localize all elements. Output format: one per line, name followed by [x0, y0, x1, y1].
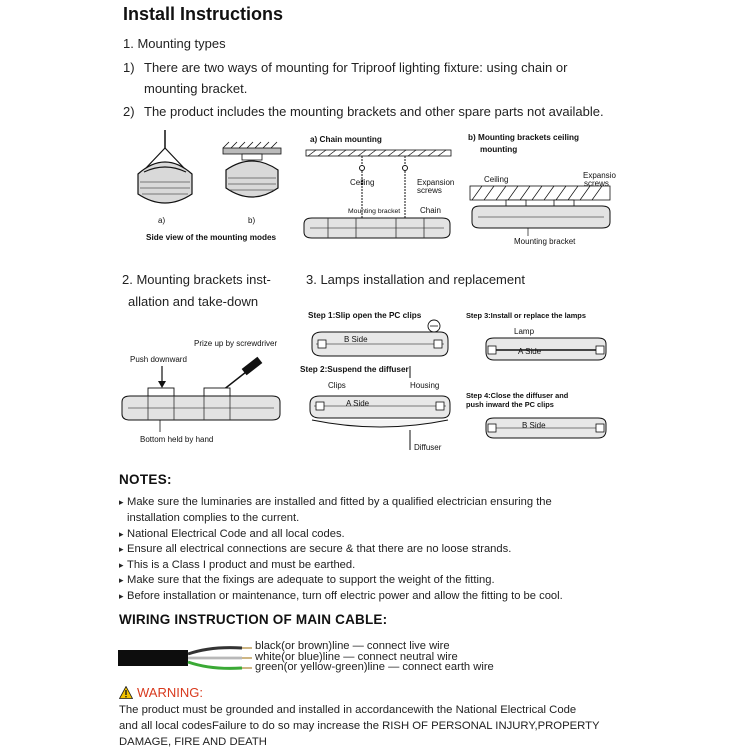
- note-item: ▸Ensure all electrical connections are s…: [119, 542, 619, 558]
- push-label: Push downward: [130, 355, 187, 364]
- bracket-screws-label: screws: [584, 179, 609, 188]
- section2-line2: allation and take-down: [128, 294, 259, 309]
- note-item-continued: installation complies to the current.: [127, 512, 300, 524]
- section1-item2-num: 2): [123, 104, 135, 119]
- wiring-heading: WIRING INSTRUCTION OF MAIN CABLE:: [119, 612, 388, 627]
- note-item: ▸This is a Class I product and must be e…: [119, 558, 619, 574]
- step1-b-side: B Side: [344, 335, 368, 344]
- section1-item1-num: 1): [123, 60, 135, 75]
- step4-label-line2: push inward the PC clips: [466, 400, 554, 409]
- section1-item1-line2: mounting bracket.: [144, 81, 248, 96]
- lamp-steps-left-figure: Step 1:Slip open the PC clips B Side Ste…: [300, 306, 460, 461]
- note-text: This is a Class I product and must be ea…: [127, 559, 356, 571]
- bullet-icon: ▸: [119, 544, 124, 554]
- step1-label: Step 1:Slip open the PC clips: [308, 311, 422, 320]
- note-text: National Electrical Code and all local c…: [127, 528, 345, 540]
- bullet-icon: ▸: [119, 591, 124, 601]
- chain-expansion-label: Expansion: [417, 178, 454, 187]
- note-item: ▸National Electrical Code and all local …: [119, 527, 619, 543]
- note-text: Before installation or maintenance, turn…: [127, 590, 563, 602]
- wire-label-neutral: white(or blue)line — connect neutral wir…: [255, 651, 458, 663]
- step2-clips: Clips: [328, 381, 346, 390]
- warning-icon: [119, 686, 133, 699]
- bracket-title-line1: b) Mounting brackets ceiling: [468, 133, 579, 142]
- chain-mounting-figure: a) Chain mounting Ceiling Expansion scre…: [300, 130, 460, 255]
- step3-label: Step 3:Install or replace the lamps: [466, 311, 586, 320]
- section1-item2-text: The product includes the mounting bracke…: [144, 104, 604, 119]
- chain-bracket-label: Mounting bracket: [348, 208, 400, 215]
- bullet-icon: ▸: [119, 575, 124, 585]
- note-item: ▸Make sure that the fixings are adequate…: [119, 573, 619, 589]
- wire-label-live: black(or brown)line — connect live wire: [255, 640, 450, 652]
- step2-label: Step 2:Suspend the diffuser: [300, 365, 410, 374]
- bracket-title-line2: mounting: [480, 145, 517, 154]
- step3-a-side: A Side: [518, 347, 542, 356]
- lamp-steps-right-figure: Step 3:Install or replace the lamps Lamp…: [466, 306, 616, 451]
- side-view-caption: Side view of the mounting modes: [146, 233, 277, 242]
- step2-housing: Housing: [410, 381, 439, 390]
- step4-b-side: B Side: [522, 421, 546, 430]
- warning-line: DAMAGE, FIRE AND DEATH: [119, 736, 267, 748]
- bracket-expansion-label: Expansio: [583, 171, 616, 180]
- warning-heading: WARNING:: [119, 685, 203, 700]
- step2-a-side: A Side: [346, 399, 370, 408]
- bracket-bracket-label: Mounting bracket: [514, 237, 576, 246]
- warning-body: The product must be grounded and install…: [119, 702, 624, 750]
- notes-heading: NOTES:: [119, 472, 172, 487]
- prize-label: Prize up by screwdriver: [194, 339, 277, 348]
- section1-heading: 1. Mounting types: [123, 36, 226, 51]
- step3-lamp: Lamp: [514, 327, 535, 336]
- side-view-figure: a) b) Side view of the mounting modes: [130, 130, 290, 255]
- note-text: Make sure the luminaries are installed a…: [127, 496, 552, 508]
- step4-label-line1: Step 4:Close the diffuser and: [466, 391, 569, 400]
- bracket-takedown-figure: Prize up by screwdriver Push downward Bo…: [118, 334, 288, 454]
- chain-title: a) Chain mounting: [310, 135, 382, 144]
- bullet-icon: ▸: [119, 529, 124, 539]
- note-text: Ensure all electrical connections are se…: [127, 543, 512, 555]
- section1-item1-line1: There are two ways of mounting for Tripr…: [144, 60, 568, 75]
- step2-diffuser: Diffuser: [414, 443, 442, 452]
- side-label-b: b): [248, 216, 255, 225]
- note-item: ▸Before installation or maintenance, tur…: [119, 589, 619, 605]
- side-label-a: a): [158, 216, 165, 225]
- wire-label-earth: green(or yellow-green)line — connect ear…: [255, 661, 494, 673]
- bullet-icon: ▸: [119, 560, 124, 570]
- chain-ceiling-label: Ceiling: [350, 178, 374, 187]
- chain-chain-label: Chain: [420, 206, 441, 215]
- chain-screws-label: screws: [417, 186, 442, 195]
- bracket-mounting-figure: b) Mounting brackets ceiling mounting Ce…: [466, 130, 616, 255]
- section2-line1: 2. Mounting brackets inst-: [122, 272, 271, 287]
- section3-heading: 3. Lamps installation and replacement: [306, 272, 525, 287]
- note-item: ▸Make sure the luminaries are installed …: [119, 495, 619, 511]
- bracket-ceiling-label: Ceiling: [484, 175, 508, 184]
- bullet-icon: ▸: [119, 497, 124, 507]
- note-text: Make sure that the fixings are adequate …: [127, 574, 495, 586]
- warning-line: and all local codesFailure to do so may …: [119, 720, 600, 732]
- cable-diagram: [116, 638, 256, 683]
- page-title: Install Instructions: [123, 4, 284, 24]
- bottom-label: Bottom held by hand: [140, 435, 213, 444]
- warning-title: WARNING:: [137, 685, 203, 700]
- warning-line: The product must be grounded and install…: [119, 704, 577, 716]
